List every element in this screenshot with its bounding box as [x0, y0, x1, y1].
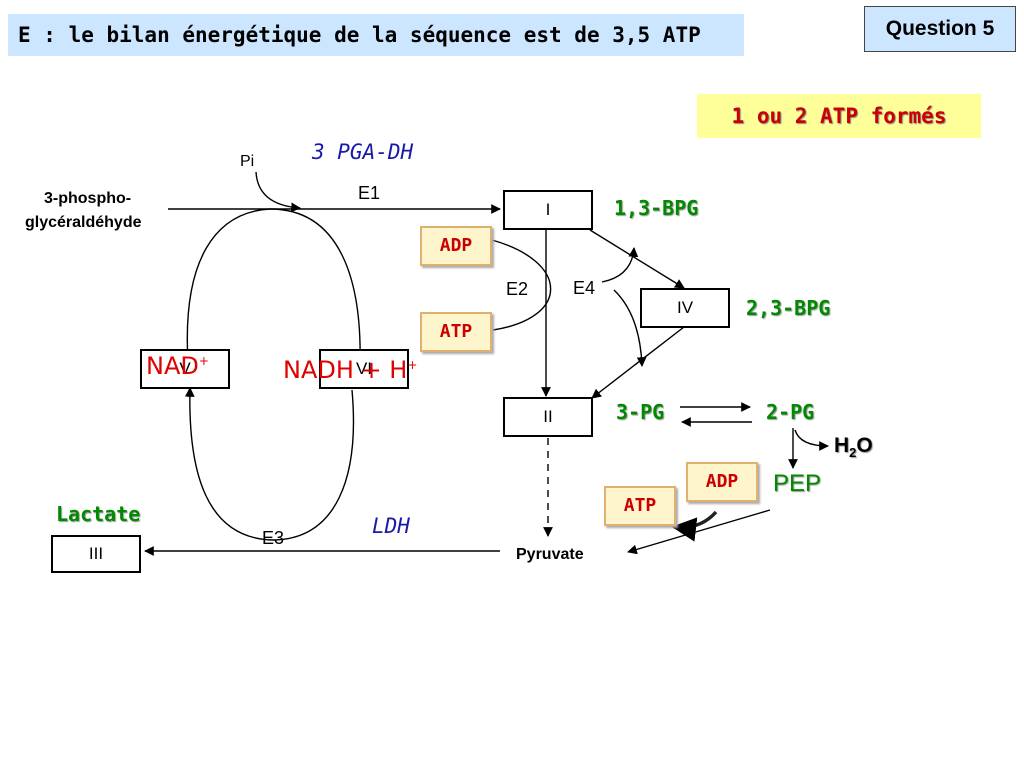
box-iv: IV: [640, 288, 730, 328]
pep-label: PEP: [773, 470, 822, 497]
e3-label: E3: [262, 528, 285, 548]
atp-tag-top: ATP: [420, 312, 492, 352]
enzyme-3pgadh-label: 3 PGA-DH: [312, 140, 414, 164]
water-label: H2O: [834, 434, 873, 461]
question-badge: Question 5: [864, 6, 1016, 52]
pg2-label: 2-PG: [766, 400, 815, 424]
bpg13-label: 1,3-BPG: [614, 196, 699, 220]
box-iii: III: [51, 535, 141, 573]
pi-label: Pi: [240, 153, 255, 170]
nad-label: NAD+: [146, 352, 209, 380]
adp-tag-bottom: ADP: [686, 462, 758, 502]
adp-tag-top: ADP: [420, 226, 492, 266]
e4-label: E4: [573, 278, 596, 298]
nadh-label: NADH + H+: [283, 356, 418, 384]
box-ii: II: [503, 397, 593, 437]
atp-formed-highlight: 1 ou 2 ATP formés: [697, 94, 981, 138]
atp-tag-bottom: ATP: [604, 486, 676, 526]
pg3-label: 3-PG: [616, 400, 665, 424]
substrate-label-line2: glycéraldéhyde: [25, 214, 142, 231]
substrate-label-line1: 3-phospho-: [44, 190, 132, 207]
box-vi: VI: [319, 349, 409, 389]
ldh-label: LDH: [372, 514, 410, 538]
box-v: V: [140, 349, 230, 389]
e2-label: E2: [506, 279, 529, 299]
bpg23-label: 2,3-BPG: [746, 296, 831, 320]
pyruvate-label: Pyruvate: [516, 546, 584, 563]
page-title: E : le bilan énergétique de la séquence …: [8, 14, 744, 56]
lactate-label: Lactate: [56, 502, 141, 526]
e1-label: E1: [358, 183, 381, 203]
box-i: I: [503, 190, 593, 230]
